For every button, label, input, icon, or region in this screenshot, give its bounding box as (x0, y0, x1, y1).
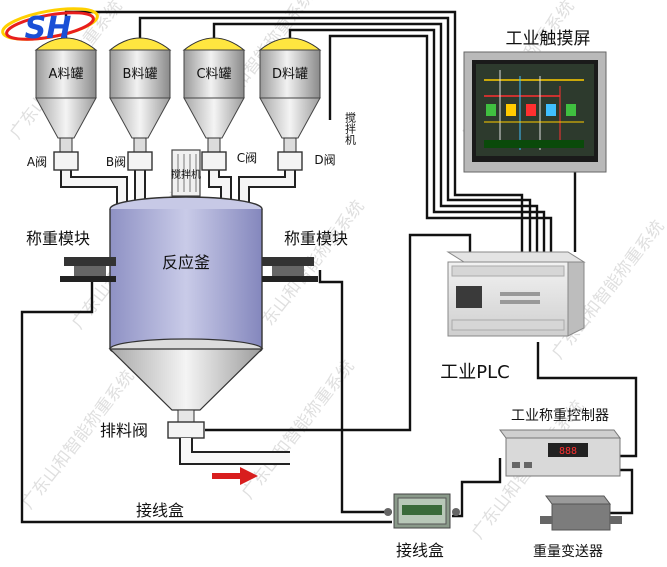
touchscreen-label: 工业触摸屏 (506, 29, 591, 49)
stirrer-side-label: 搅拌机 (344, 111, 357, 145)
weigh-module-left (60, 257, 116, 282)
stirrer-motor-label: 搅拌机 (171, 168, 201, 181)
hopper-d-label: D料罐 (272, 67, 308, 82)
valve-d-body (277, 151, 303, 171)
wire-controller-junction (452, 458, 502, 518)
wire-plc-controller (536, 342, 638, 458)
company-logo: SH (1, 7, 99, 46)
discharge-valve-label: 排料阀 (100, 421, 148, 440)
wire-stirrer (328, 34, 553, 252)
valve-c-body (201, 151, 227, 171)
hopper-material (182, 37, 246, 51)
weighing-controller: 888 工业称重控制器 (499, 408, 621, 477)
junction-box-bottom-label: 接线盒 (396, 541, 444, 560)
hopper-c: C料罐 C阀 (182, 37, 257, 171)
watermark: 广东山和智能称重系统 (248, 197, 368, 343)
controller-display-digits: 888 (559, 446, 577, 457)
plc-unit: 工业PLC (440, 251, 586, 383)
hopper-material (108, 37, 172, 51)
valve-a-body (53, 151, 79, 171)
hopper-a-label: A料罐 (49, 67, 84, 82)
hopper-d: D料罐 D阀 (258, 37, 336, 171)
hopper-c-label: C料罐 (196, 67, 231, 82)
logo-text: SH (25, 11, 72, 46)
hopper-b-label: B料罐 (123, 67, 158, 82)
wire-junction-left-cell (20, 270, 392, 524)
touchscreen: 工业触摸屏 (463, 29, 607, 173)
valve-b-body (127, 151, 153, 171)
reactor-vessel: 反应釜 (108, 196, 264, 411)
hopper-a: A料罐 A阀 (27, 37, 98, 171)
wire-controller-transmitter (608, 468, 634, 515)
valve-c-label: C阀 (237, 151, 257, 165)
weigh-module-right (262, 257, 318, 282)
junction-box-left-label: 接线盒 (136, 501, 184, 520)
valve-d-label: D阀 (314, 153, 335, 167)
weigh-module-left-label: 称重模块 (26, 229, 90, 248)
valve-a-label: A阀 (27, 155, 47, 169)
valve-b-label: B阀 (106, 155, 126, 169)
junction-box-unit: 接线盒 (384, 493, 460, 560)
flow-arrow-icon (212, 467, 258, 485)
plc-label: 工业PLC (440, 362, 509, 383)
wire-junction-right-cell (318, 270, 392, 514)
feed-pipes (60, 170, 296, 205)
weight-transmitter: 重量变送器 (533, 495, 622, 560)
discharge-valve: 排料阀 (100, 409, 290, 465)
weigh-module-right-label: 称重模块 (284, 229, 348, 248)
hopper-b: B料罐 B阀 (106, 37, 172, 171)
weighing-controller-label: 工业称重控制器 (511, 408, 609, 424)
reactor-label: 反应釜 (162, 253, 210, 272)
weight-transmitter-label: 重量变送器 (533, 544, 603, 560)
